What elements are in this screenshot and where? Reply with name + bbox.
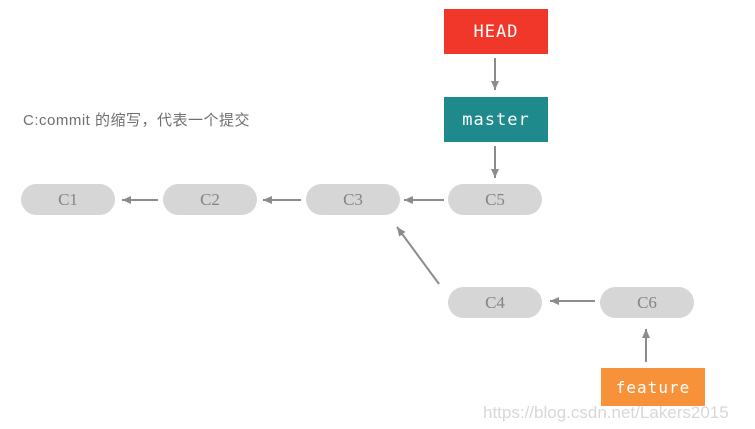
arrow-c4-to-c3 — [396, 226, 440, 285]
commit-node-c6: C6 — [600, 287, 694, 318]
commit-node-c1: C1 — [21, 184, 115, 215]
csdn-watermark: https://blog.csdn.net/Lakers2015 — [483, 403, 729, 422]
feature-branch-box: feature — [601, 368, 705, 406]
master-branch-box: master — [444, 97, 548, 142]
commit-node-c5: C5 — [448, 184, 542, 215]
commit-node-c4: C4 — [448, 287, 542, 318]
head-pointer-box: HEAD — [444, 9, 548, 54]
commit-node-c3: C3 — [306, 184, 400, 215]
commit-node-c2: C2 — [163, 184, 257, 215]
commit-note-text: C:commit 的缩写，代表一个提交 — [23, 112, 251, 129]
